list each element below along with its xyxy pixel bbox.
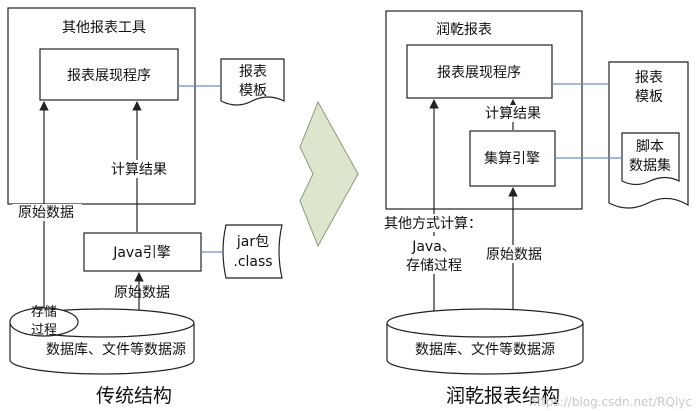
left-calc-result-label: 计算结果 — [111, 162, 167, 178]
left-database-label: 数据库、文件等数据源 — [46, 341, 186, 358]
left-stored-proc-line2: 过程 — [31, 323, 57, 338]
left-report-template-doc — [220, 58, 285, 106]
right-script-dataset-line1: 脚本 — [636, 139, 664, 155]
right-other-calc-item2: 存储过程 — [406, 258, 462, 274]
watermark: https://blog.csdn.net/RQlyc — [529, 395, 692, 409]
left-engine-box — [83, 232, 202, 272]
right-other-calc-label: 其他方式计算： — [384, 216, 482, 232]
right-other-calc-item1: Java、 — [411, 239, 456, 255]
left-jar-line2: .class — [233, 254, 272, 270]
right-raw-data-bg — [480, 245, 546, 263]
transition-arrow — [299, 100, 359, 248]
left-jar-doc — [222, 224, 283, 279]
left-container-title: 其他报表工具 — [62, 20, 146, 36]
right-report-program-label: 报表展现程序 — [437, 65, 521, 81]
right-script-dataset-doc — [621, 132, 680, 186]
left-raw-data-bottom-label: 原始数据 — [114, 285, 170, 301]
right-report-template-line1: 报表 — [635, 70, 663, 86]
right-database-label: 数据库、文件等数据源 — [415, 341, 555, 358]
left-report-template-line2: 模板 — [239, 83, 267, 99]
left-caption: 传统结构 — [96, 385, 172, 407]
left-report-template-line1: 报表 — [239, 64, 267, 80]
right-report-program-box — [406, 44, 553, 99]
left-stored-proc-line1: 存储 — [31, 305, 57, 320]
left-report-program-box — [39, 48, 179, 101]
right-engine-label: 集算引擎 — [484, 150, 540, 167]
runqian-structure: 润乾报表 报表展现程序 计算结果 集算引擎 报表 模板 脚本 数据集 其他方式计… — [378, 10, 689, 407]
right-other-calc-bg — [378, 214, 488, 232]
left-stored-proc-ellipse — [9, 307, 79, 337]
right-raw-data-label: 原始数据 — [486, 247, 542, 263]
left-calc-result-bg — [106, 160, 172, 178]
traditional-structure: 其他报表工具 报表展现程序 报表 模板 原始数据 计算结果 Java引擎 jar… — [7, 7, 285, 407]
left-raw-data-label-bg — [12, 204, 82, 221]
left-report-program-label: 报表展现程序 — [67, 68, 151, 84]
right-other-calc-items-bg — [400, 236, 468, 274]
right-caption: 润乾报表结构 — [446, 385, 560, 407]
right-report-template-line2: 模板 — [635, 89, 663, 105]
right-calc-result-bg — [478, 105, 548, 122]
left-raw-data-side-label: 原始数据 — [18, 205, 74, 221]
left-engine-label: Java引擎 — [112, 245, 171, 261]
right-database-top — [386, 308, 584, 338]
left-jar-line1: jar包 — [236, 234, 269, 250]
right-container-title: 润乾报表 — [436, 22, 492, 38]
right-calc-result-label: 计算结果 — [485, 106, 541, 122]
right-script-dataset-line2: 数据集 — [629, 157, 671, 174]
